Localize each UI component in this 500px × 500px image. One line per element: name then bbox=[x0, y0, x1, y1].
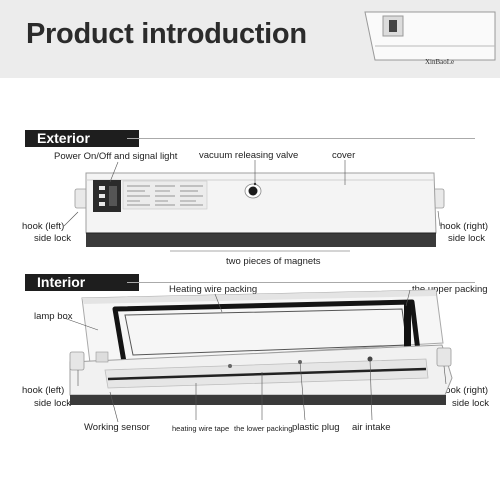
hook-left-ext bbox=[74, 188, 90, 209]
exterior-section-tab: Exterior bbox=[25, 130, 139, 147]
label-side-lock-right-int: side lock bbox=[452, 398, 489, 409]
lower-packing-gasket bbox=[107, 367, 427, 381]
open-lid bbox=[81, 289, 444, 364]
label-side-lock-left-ext: side lock bbox=[34, 233, 71, 244]
label-plastic-plug: plastic plug bbox=[292, 422, 340, 433]
lower-chamber bbox=[104, 358, 429, 389]
label-heating-wire-tape: heating wire tape bbox=[172, 424, 230, 433]
body-shell-ext bbox=[85, 172, 437, 234]
label-upper-packing: the upper packing bbox=[412, 284, 488, 295]
interior-section-tab: Interior bbox=[25, 274, 139, 291]
label-side-lock-left-int: side lock bbox=[34, 398, 71, 409]
lamp-box bbox=[95, 351, 109, 363]
hook-left-int bbox=[69, 351, 85, 371]
interior-divider bbox=[127, 282, 475, 283]
label-cover: cover bbox=[332, 150, 356, 161]
heating-strip-lid bbox=[404, 304, 411, 350]
control-panel bbox=[93, 180, 121, 212]
sensor-dot bbox=[228, 364, 232, 368]
product-thumbnail: XinBaoLe bbox=[364, 11, 496, 66]
label-hook-right-int: hook (right) bbox=[440, 385, 489, 396]
label-air-intake: air intake bbox=[352, 422, 391, 433]
exterior-divider bbox=[127, 138, 475, 139]
label-lower-packing: the lower packing bbox=[234, 424, 293, 433]
label-hook-right-ext: hook (right) bbox=[440, 221, 489, 232]
exterior-machine-illustration bbox=[63, 160, 445, 252]
label-hook-left-int: hook (left) bbox=[22, 385, 65, 396]
label-working-sensor: Working sensor bbox=[84, 422, 150, 433]
page-title: Product introduction bbox=[26, 18, 307, 50]
label-lamp-box: lamp box bbox=[34, 311, 73, 322]
upper-packing-gasket bbox=[112, 299, 421, 365]
base-body-int bbox=[69, 344, 453, 396]
base-strip-int bbox=[70, 395, 446, 405]
label-side-lock-right-ext: side lock bbox=[448, 233, 485, 244]
label-heating-wire-packing: Heating wire packing bbox=[169, 284, 258, 295]
label-vacuum-valve: vacuum releasing valve bbox=[199, 150, 299, 161]
label-magnets: two pieces of magnets bbox=[226, 256, 321, 267]
thumbnail-brand: XinBaoLe bbox=[425, 58, 454, 66]
hook-right-int bbox=[436, 347, 452, 367]
base-strip-ext bbox=[86, 233, 436, 247]
label-power-switch: Power On/Off and signal light bbox=[54, 151, 178, 162]
interior-machine-illustration bbox=[63, 289, 453, 423]
hook-right-ext bbox=[429, 188, 445, 209]
vacuum-valve bbox=[244, 183, 262, 199]
label-hook-left-ext: hook (left) bbox=[22, 221, 65, 232]
plastic-plug-dot bbox=[298, 360, 302, 364]
instruction-panel bbox=[122, 180, 208, 210]
air-intake-dot bbox=[367, 356, 373, 362]
